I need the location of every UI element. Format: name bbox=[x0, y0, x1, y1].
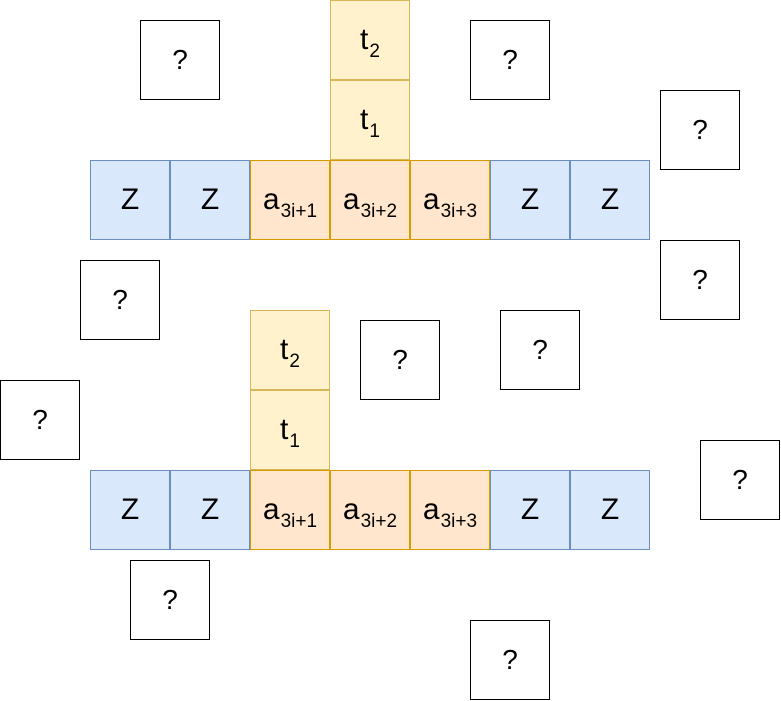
bottom-t2-sub: 2 bbox=[289, 351, 300, 372]
top-z-1-base: Z bbox=[120, 183, 140, 216]
unknown-tile-1-label: ? bbox=[172, 44, 188, 75]
unknown-tile-2: ? bbox=[470, 20, 550, 100]
unknown-tile-8-label: ? bbox=[32, 404, 48, 435]
bottom-z-tile-2: Z bbox=[170, 470, 250, 550]
top-a-3-sub: 3i+3 bbox=[440, 201, 478, 222]
bottom-t1-sub: 1 bbox=[289, 431, 300, 452]
bottom-z-tile-4: Z bbox=[570, 470, 650, 550]
top-z-tile-1: Z bbox=[90, 160, 170, 240]
top-t2-tile: t2 bbox=[330, 0, 410, 80]
bottom-a-tile-1: a3i+1 bbox=[250, 470, 330, 550]
top-z-tile-2: Z bbox=[170, 160, 250, 240]
top-t1-base: t bbox=[360, 103, 369, 136]
top-a-2-base: a bbox=[342, 183, 360, 216]
unknown-tile-9: ? bbox=[700, 440, 780, 520]
top-z-tile-3: Z bbox=[490, 160, 570, 240]
top-t1-sub: 1 bbox=[369, 121, 380, 142]
unknown-tile-4-label: ? bbox=[692, 264, 708, 295]
unknown-tile-2-label: ? bbox=[502, 44, 518, 75]
top-z-tile-4: Z bbox=[570, 160, 650, 240]
bottom-z-tile-1: Z bbox=[90, 470, 170, 550]
unknown-tile-1: ? bbox=[140, 20, 220, 100]
bottom-t2-base: t bbox=[280, 333, 289, 366]
bottom-z-3-base: Z bbox=[520, 493, 540, 526]
unknown-tile-4: ? bbox=[660, 240, 740, 320]
bottom-a-3-base: a bbox=[422, 493, 440, 526]
bottom-a-2-base: a bbox=[342, 493, 360, 526]
unknown-tile-6-label: ? bbox=[532, 334, 548, 365]
bottom-a-3-sub: 3i+3 bbox=[440, 511, 478, 532]
unknown-tile-7: ? bbox=[360, 320, 440, 400]
bottom-a-1-base: a bbox=[262, 493, 280, 526]
top-a-tile-1: a3i+1 bbox=[250, 160, 330, 240]
top-z-2-base: Z bbox=[200, 183, 220, 216]
bottom-a-tile-3: a3i+3 bbox=[410, 470, 490, 550]
unknown-tile-10: ? bbox=[130, 560, 210, 640]
top-a-3-base: a bbox=[422, 183, 440, 216]
top-t2-base: t bbox=[360, 23, 369, 56]
unknown-tile-3: ? bbox=[660, 90, 740, 170]
top-z-3-base: Z bbox=[520, 183, 540, 216]
bottom-t2-tile: t2 bbox=[250, 310, 330, 390]
bottom-z-tile-3: Z bbox=[490, 470, 570, 550]
bottom-a-tile-2: a3i+2 bbox=[330, 470, 410, 550]
bottom-z-2-base: Z bbox=[200, 493, 220, 526]
bottom-a-1-sub: 3i+1 bbox=[280, 511, 318, 532]
unknown-tile-7-label: ? bbox=[392, 344, 408, 375]
bottom-a-2-sub: 3i+2 bbox=[360, 511, 398, 532]
unknown-tile-8: ? bbox=[0, 380, 80, 460]
unknown-tile-3-label: ? bbox=[692, 114, 708, 145]
top-a-2-sub: 3i+2 bbox=[360, 201, 398, 222]
unknown-tile-11: ? bbox=[470, 620, 550, 700]
bottom-z-1-base: Z bbox=[120, 493, 140, 526]
top-z-4-base: Z bbox=[600, 183, 620, 216]
top-a-1-base: a bbox=[262, 183, 280, 216]
top-a-tile-3: a3i+3 bbox=[410, 160, 490, 240]
unknown-tile-5: ? bbox=[80, 260, 160, 340]
top-a-tile-2: a3i+2 bbox=[330, 160, 410, 240]
top-t2-sub: 2 bbox=[369, 41, 380, 62]
bottom-z-4-base: Z bbox=[600, 493, 620, 526]
bottom-t1-tile: t1 bbox=[250, 390, 330, 470]
unknown-tile-6: ? bbox=[500, 310, 580, 390]
unknown-tile-11-label: ? bbox=[502, 644, 518, 675]
unknown-tile-9-label: ? bbox=[732, 464, 748, 495]
top-a-1-sub: 3i+1 bbox=[280, 201, 318, 222]
unknown-tile-10-label: ? bbox=[162, 584, 178, 615]
bottom-t1-base: t bbox=[280, 413, 289, 446]
top-t1-tile: t1 bbox=[330, 80, 410, 160]
unknown-tile-5-label: ? bbox=[112, 284, 128, 315]
